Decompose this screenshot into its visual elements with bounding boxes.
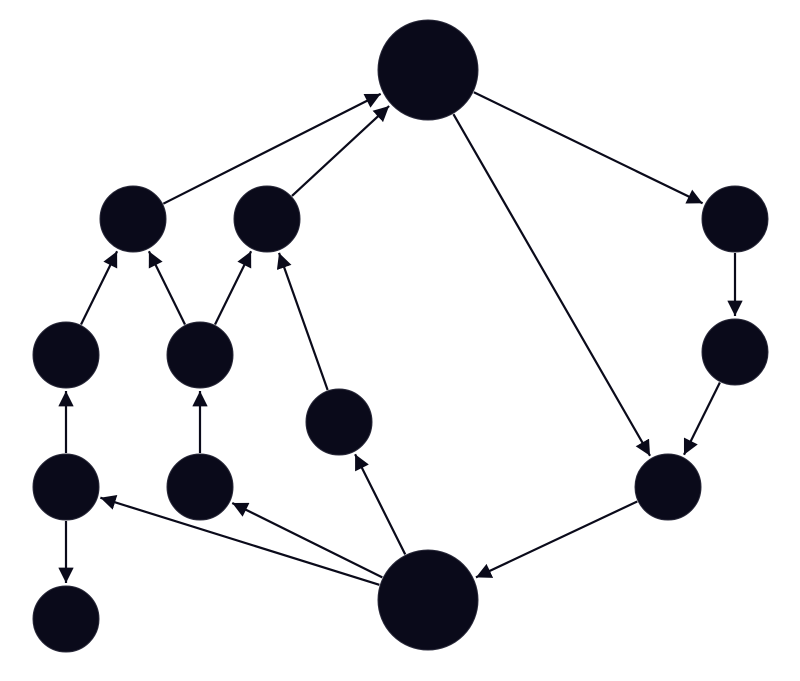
node-n-d (166, 321, 234, 389)
edge-n-d-to-n-a (147, 250, 186, 325)
edge-hub-bottom-to-n-f (231, 502, 383, 579)
node-n-g (32, 585, 100, 653)
edge-hub-bottom-to-n-e (100, 494, 380, 586)
node-n-h (305, 388, 373, 456)
node-n-f (166, 453, 234, 521)
edge-n-a-to-hub-top (162, 92, 382, 205)
node-n-k (701, 318, 769, 386)
edge-hub-top-to-n-l (452, 113, 651, 457)
edge-hub-top-to-n-j (473, 91, 704, 205)
edge-n-b-to-hub-top (291, 105, 390, 197)
edge-n-d-to-n-b (214, 250, 253, 325)
edge-n-h-to-n-b (276, 252, 329, 391)
node-n-j (701, 185, 769, 253)
node-hub-bottom (377, 549, 479, 651)
node-n-c (32, 321, 100, 389)
edge-layer (58, 91, 743, 586)
edge-n-c-to-n-a (80, 250, 119, 325)
node-n-e (32, 453, 100, 521)
node-layer (32, 19, 769, 653)
edge-n-k-to-n-l (683, 381, 721, 456)
node-hub-top (377, 19, 479, 121)
edge-n-l-to-hub-bottom (475, 500, 638, 579)
node-n-b (233, 185, 301, 253)
edge-hub-bottom-to-n-h (354, 453, 407, 555)
node-n-a (99, 185, 167, 253)
node-n-l (634, 453, 702, 521)
